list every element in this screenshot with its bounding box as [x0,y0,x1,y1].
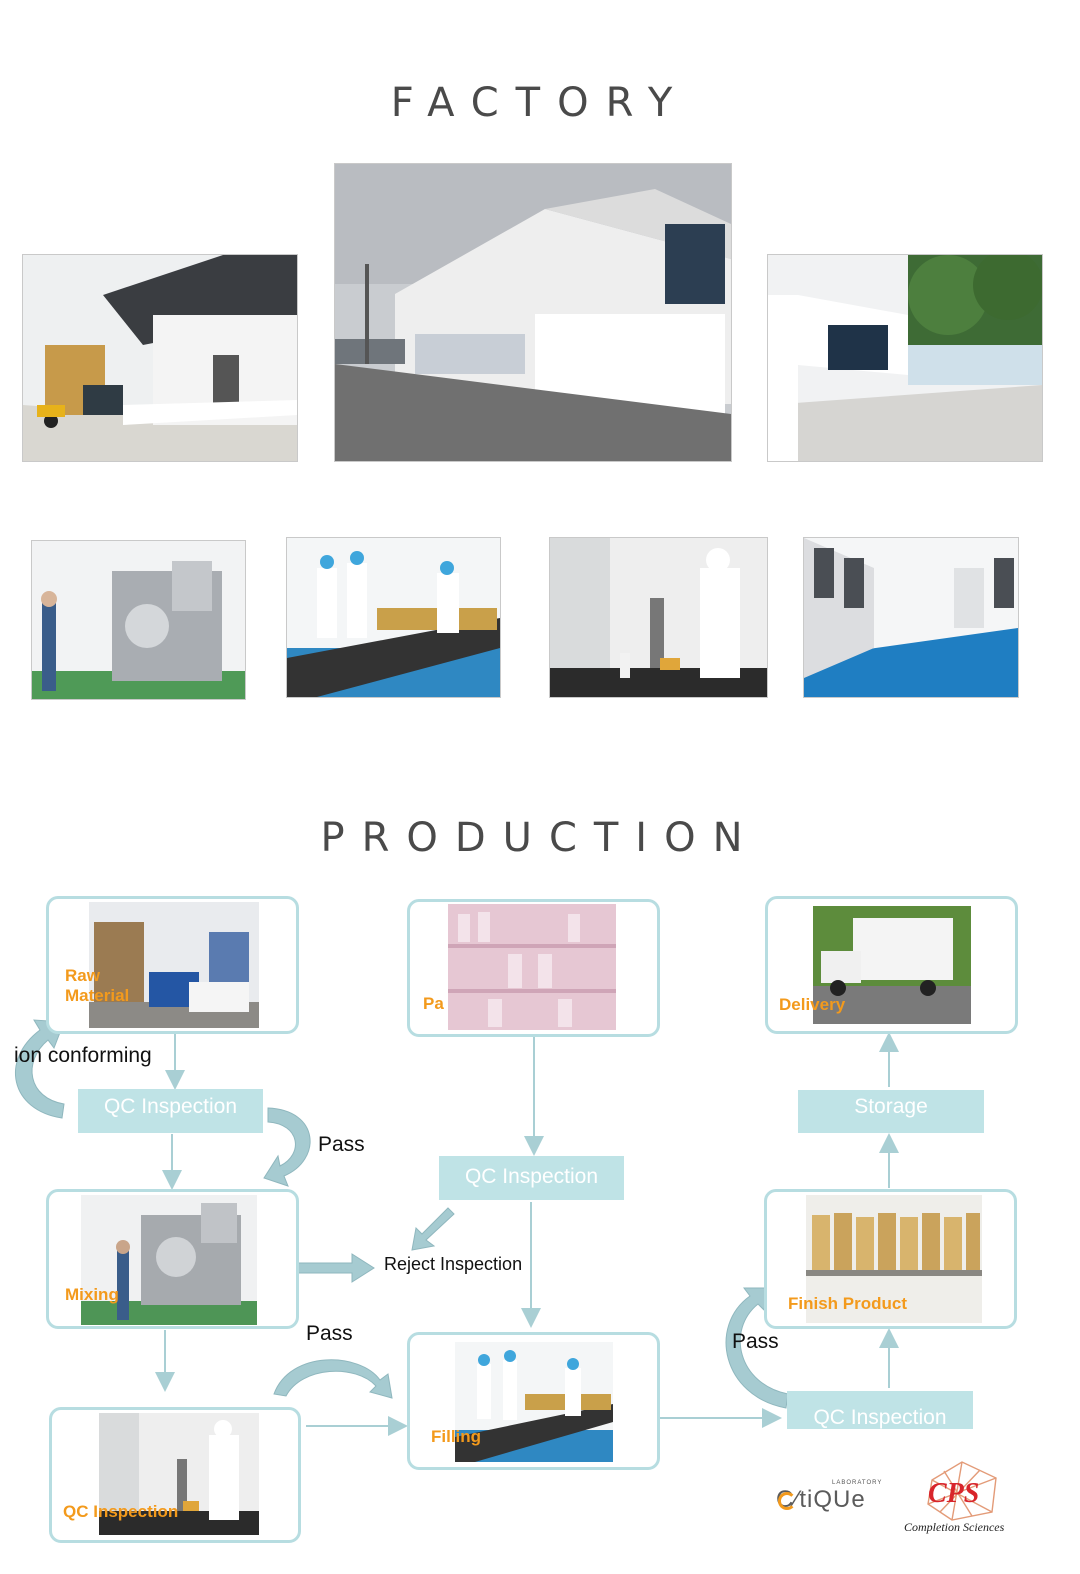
production-title: PRODUCTION [320,815,760,861]
raw-material-photo [89,902,259,1028]
filling-photo [455,1342,613,1462]
qc-inspection-box-3: QC Inspection [787,1391,973,1429]
step-label-filling: Filling [431,1427,482,1446]
cps-logo-subtitle: Completion Sciences [904,1520,1005,1534]
factory-photo-corridor [803,537,1019,698]
factory-photo-mixing-machine [31,540,246,700]
factory-photo-loading-dock [22,254,298,462]
step-card-packaging: Pa [407,899,660,1037]
reject-inspection-label: Reject Inspection [384,1254,523,1274]
pass-label-3: Pass [732,1330,779,1353]
step-label-mixing: Mixing [65,1285,119,1304]
qc-inspection-box-2: QC Inspection [439,1156,624,1200]
finish-product-photo [806,1195,982,1323]
step-label-raw-material: Raw Material [65,966,130,1005]
pass-label-2: Pass [306,1322,353,1345]
costique-logo: LABORATORY C∕tiQUe [776,1478,891,1518]
arrow-reject-qc2 [411,1207,455,1251]
cps-logo: CPS Completion Sciences [902,1460,1032,1538]
cps-logo-net-icon [927,1461,997,1521]
arrow-mixing-reject [295,1253,375,1283]
packaging-photo [448,904,616,1030]
pass-label-1: Pass [318,1133,365,1156]
cps-logo-text: CPS [928,1478,980,1509]
factory-photo-filling-line [286,537,501,698]
storage-box: Storage [798,1090,984,1133]
mixing-photo [81,1195,257,1325]
qc-lab-photo [99,1413,259,1535]
qc-inspection-box-1: QC Inspection [78,1089,263,1133]
costique-logo-small-text: LABORATORY [832,1480,883,1486]
costique-logo-mark [778,1492,796,1510]
non-conforming-label: ion conforming [14,1044,152,1067]
step-card-qc-lab: QC Inspection [49,1407,301,1543]
step-card-delivery: Delivery [765,896,1018,1034]
arrow-pass-filling [273,1359,393,1399]
arrow-pass-qc1 [263,1107,311,1187]
arrow-non-conforming [15,1019,65,1119]
step-card-mixing: Mixing [46,1189,299,1329]
step-card-finish-product: Finish Product [764,1189,1017,1329]
factory-photo-main-building [334,163,732,462]
delivery-photo [813,906,971,1024]
step-label-qc-lab: QC Inspection [63,1502,179,1521]
factory-photo-qc-lab [549,537,768,698]
step-label-packaging: Pa [423,994,444,1013]
step-card-filling: Filling [407,1332,660,1470]
factory-title: FACTORY [390,80,690,126]
step-card-raw-material: Raw Material [46,896,299,1034]
step-label-delivery: Delivery [779,995,846,1014]
factory-photo-side-entrance [767,254,1043,462]
step-label-finish-product: Finish Product [788,1294,907,1313]
